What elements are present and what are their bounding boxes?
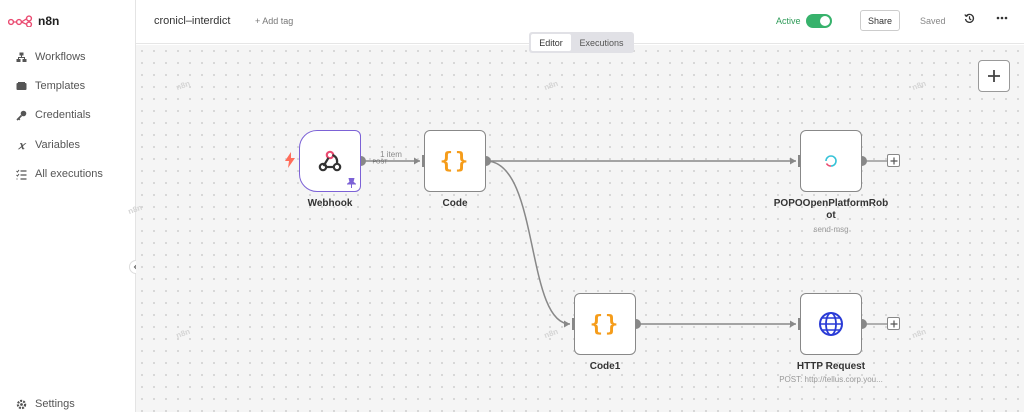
node-code1[interactable]: {}: [574, 293, 636, 355]
sidebar-item-variables[interactable]: 𝑥 Variables: [16, 138, 81, 152]
templates-icon: [16, 81, 27, 92]
more-options-icon[interactable]: [996, 13, 1008, 23]
sidebar-item-templates[interactable]: Templates: [16, 80, 85, 92]
globe-icon: [819, 312, 843, 336]
workflows-icon: [16, 52, 27, 63]
add-next-node-button[interactable]: [887, 317, 900, 330]
node-label-http: HTTP Request: [796, 361, 866, 372]
pin-icon: [347, 178, 356, 188]
n8n-logo-icon: [8, 15, 33, 27]
active-label: Active: [776, 16, 801, 26]
add-next-node-button[interactable]: [887, 154, 900, 167]
logo[interactable]: n8n: [8, 14, 59, 28]
code-braces-icon: {}: [439, 148, 471, 174]
plus-icon: [890, 157, 897, 164]
sidebar-item-credentials[interactable]: Credentials: [16, 109, 91, 121]
node-label-webhook: Webhook: [307, 198, 353, 209]
tab-editor[interactable]: Editor: [531, 34, 571, 51]
webhook-icon: [318, 150, 342, 172]
history-icon[interactable]: [964, 13, 975, 24]
node-webhook[interactable]: [299, 130, 361, 192]
node-popo[interactable]: [800, 130, 862, 192]
workflow-name[interactable]: cronicl–interdict: [154, 15, 231, 27]
workflow-canvas[interactable]: n8n n8n n8n n8n n8n n8n n8n: [127, 45, 1024, 412]
sidebar-item-label: Variables: [35, 139, 81, 151]
plus-icon: [988, 70, 1000, 82]
add-tag-button[interactable]: + Add tag: [255, 16, 294, 26]
sidebar-item-label: Templates: [35, 80, 86, 92]
node-subtitle-http: POST: http://tellus.corp.you...: [779, 375, 883, 384]
trigger-bolt-icon: [285, 152, 295, 168]
code-braces-icon: {}: [589, 311, 621, 337]
node-code[interactable]: {}: [424, 130, 486, 192]
sidebar-item-label: Workflows: [35, 51, 86, 63]
saved-status: Saved: [920, 16, 946, 26]
sidebar-item-label: Settings: [35, 398, 75, 410]
key-icon: [16, 110, 27, 121]
node-http-request[interactable]: [800, 293, 862, 355]
variable-icon: 𝑥: [18, 138, 25, 152]
sidebar-item-all-executions[interactable]: All executions: [16, 168, 103, 180]
add-node-button[interactable]: [978, 60, 1010, 92]
node-label-code1: Code1: [589, 361, 621, 372]
sidebar-item-settings[interactable]: Settings: [16, 398, 75, 410]
sidebar-item-label: All executions: [35, 168, 103, 180]
sidebar: n8n Workflows Templates Credentials 𝑥 Va…: [0, 0, 143, 412]
active-toggle[interactable]: [806, 14, 832, 28]
node-label-code: Code: [442, 198, 468, 209]
node-label-line: ot: [826, 210, 836, 221]
items-count-label: 1 item: [380, 150, 402, 159]
node-subtitle-popo: send-msg: [813, 225, 849, 234]
sidebar-item-workflows[interactable]: Workflows: [16, 51, 86, 63]
method-label: POST: [373, 160, 389, 166]
logo-text: n8n: [38, 14, 60, 28]
connection-code-code1: [485, 160, 571, 325]
header: cronicl–interdict + Add tag Active Share…: [136, 0, 1024, 44]
sidebar-item-label: Credentials: [35, 109, 91, 121]
list-check-icon: [16, 169, 27, 180]
loading-ring-icon: [825, 155, 837, 167]
node-label-popo: POPOOpenPlatformRob ot: [751, 198, 911, 222]
gear-icon: [16, 399, 27, 410]
share-button[interactable]: Share: [860, 10, 900, 31]
view-tabs: Editor Executions: [529, 32, 634, 53]
tab-executions[interactable]: Executions: [579, 37, 624, 48]
node-label-line: POPOOpenPlatformRob: [773, 198, 889, 209]
plus-icon: [890, 320, 897, 327]
